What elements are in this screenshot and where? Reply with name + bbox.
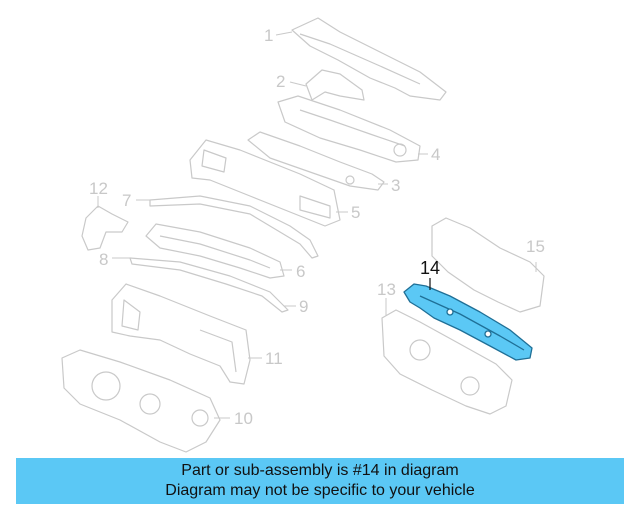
callout-7: 7 bbox=[122, 191, 132, 210]
callout-10: 10 bbox=[234, 409, 253, 428]
part-13-dash-panel bbox=[381, 309, 513, 415]
part-4-dash-panel bbox=[277, 95, 421, 163]
part-7-seal bbox=[149, 195, 319, 259]
callout-9: 9 bbox=[299, 297, 309, 316]
callout-3: 3 bbox=[391, 176, 401, 195]
callout-1: 1 bbox=[264, 26, 274, 45]
part-8-weatherstrip bbox=[129, 257, 289, 313]
callout-15: 15 bbox=[526, 237, 545, 256]
part-1-cowl-panel bbox=[291, 17, 447, 101]
callout-6: 6 bbox=[296, 262, 306, 281]
part-6-grille bbox=[145, 223, 285, 279]
info-banner: Part or sub-assembly is #14 in diagram D… bbox=[16, 458, 624, 504]
callout-2: 2 bbox=[276, 72, 286, 91]
callout-12: 12 bbox=[89, 179, 108, 198]
callout-14: 14 bbox=[420, 258, 441, 278]
callout-13: 13 bbox=[377, 280, 396, 299]
part-15-insulator bbox=[431, 217, 545, 313]
banner-line-2: Diagram may not be specific to your vehi… bbox=[165, 482, 475, 499]
part-14-highlighted bbox=[403, 283, 533, 361]
part-11-lower-dash bbox=[111, 283, 251, 385]
callout-4: 4 bbox=[431, 145, 441, 164]
callout-5: 5 bbox=[351, 203, 361, 222]
callout-8: 8 bbox=[99, 250, 109, 269]
part-2-bracket bbox=[305, 69, 365, 101]
part-12-bracket bbox=[81, 205, 129, 251]
callout-11: 11 bbox=[265, 349, 283, 368]
banner-line-1: Part or sub-assembly is #14 in diagram bbox=[181, 462, 459, 479]
